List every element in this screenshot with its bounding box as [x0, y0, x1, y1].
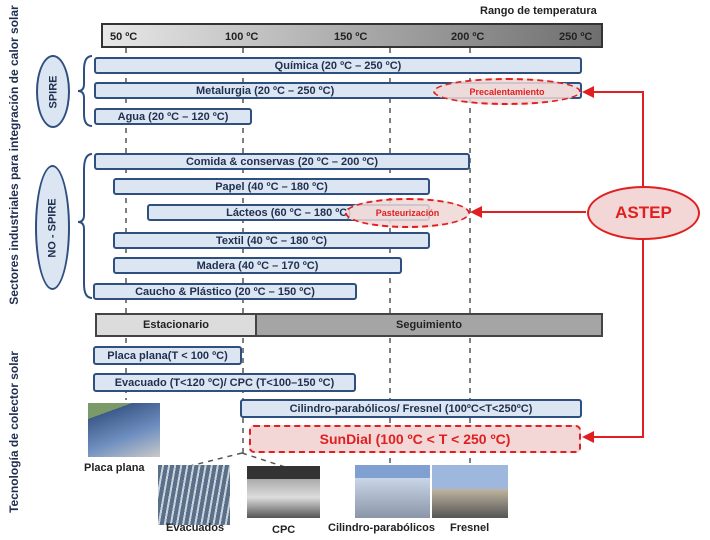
temperature-scale [101, 23, 603, 48]
spire-label: SPIRE [47, 74, 60, 109]
tick-50: 50 ºC [110, 31, 138, 43]
nospire-group: NO - SPIRE [35, 165, 70, 290]
callout-line [241, 452, 286, 468]
stationary-mode: Estacionario [95, 313, 257, 337]
collector-evacuado-cpc: Evacuado (T<120 ºC)/ CPC (T<100–150 ºC) [93, 373, 356, 392]
tick-150: 150 ºC [334, 31, 368, 43]
nospire-bracket [77, 153, 93, 299]
arrowhead-icon [582, 86, 594, 98]
arrow-sundial [585, 240, 644, 438]
spire-group: SPIRE [36, 55, 70, 128]
sector-textil: Textil (40 ºC – 180 ºC) [113, 232, 430, 249]
arrow-precalentamiento [585, 91, 644, 186]
photo-cilindro [355, 465, 430, 518]
callout-line [189, 452, 243, 467]
photo-placa-plana [88, 403, 160, 457]
nospire-label: NO - SPIRE [46, 197, 59, 258]
photo-label-evacuados: Evacuados [166, 522, 225, 534]
sector-caucho: Caucho & Plástico (20 ºC – 150 ºC) [93, 283, 357, 300]
sundial-box: SunDial (100 ºC < T < 250 ºC) [249, 425, 581, 453]
photo-label-cpc: CPC [272, 524, 296, 536]
technology-axis-label: Tecnología de colector solar [7, 351, 21, 513]
pasteurizacion-highlight: Pasteurización [345, 198, 470, 228]
tracking-mode: Seguimiento [255, 313, 603, 337]
astep-label: ASTEP [587, 186, 700, 240]
tick-100: 100 ºC [225, 31, 259, 43]
sector-comida: Comida & conservas (20 ºC – 200 ºC) [94, 153, 470, 170]
tick-200: 200 ºC [451, 31, 485, 43]
photo-fresnel [432, 465, 508, 518]
tick-250: 250 ºC [559, 31, 593, 43]
sector-papel: Papel (40 ºC – 180 ºC) [113, 178, 430, 195]
photo-label-fresnel: Fresnel [450, 522, 490, 534]
sector-quimica: Química (20 ºC – 250 ºC) [94, 57, 582, 74]
arrowhead-icon [582, 431, 594, 443]
sector-agua: Agua (20 ºC – 120 ºC) [94, 108, 252, 125]
sectors-axis-label: Sectores industriales para integración d… [7, 5, 21, 305]
arrowhead-icon [470, 206, 482, 218]
photo-label-cilindro: Cilindro-parabólicos [328, 522, 435, 534]
photo-label-placa-plana: Placa plana [84, 462, 145, 474]
precalentamiento-highlight: Precalentamiento [433, 78, 581, 105]
sector-madera: Madera (40 ºC – 170 ºC) [113, 257, 402, 274]
spire-bracket [77, 55, 93, 127]
range-title: Rango de temperatura [480, 5, 597, 17]
collector-cilindro-fresnel: Cilindro-parabólicos/ Fresnel (100ºC<T<2… [240, 399, 582, 418]
photo-cpc [247, 466, 320, 518]
photo-evacuados [158, 465, 230, 525]
collector-placa-plana: Placa plana(T < 100 ºC) [93, 346, 242, 365]
